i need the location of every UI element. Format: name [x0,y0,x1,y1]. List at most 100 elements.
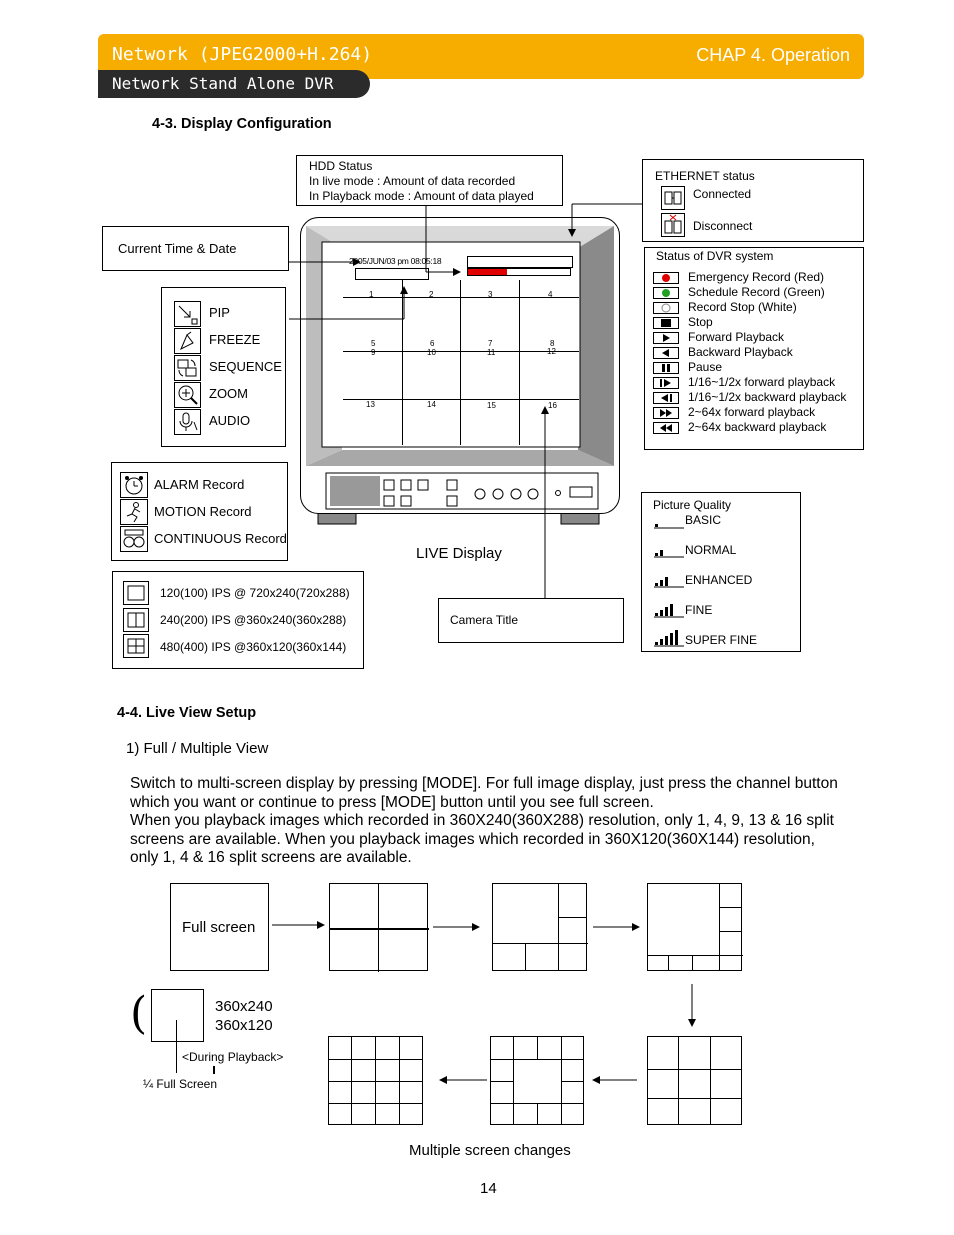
quality-normal-icon [654,550,684,558]
multiple-screen-caption: Multiple screen changes [409,1142,571,1159]
hdd-status-line: In live mode : Amount of data recorded [309,174,516,188]
quality-level: SUPER FINE [685,633,758,647]
subheading-full-multiple: 1) Full / Multiple View [126,740,269,757]
tool-label: PIP [209,305,230,320]
pip-icon [174,301,201,327]
split-4-thumb [329,883,429,972]
quality-basic-icon [654,524,684,529]
channel-number: 6 [430,339,435,348]
hdd-status-box: HDD Status In live mode : Amount of data… [296,155,563,206]
quality-enhanced-icon [654,577,684,588]
tool-label: AUDIO [209,413,251,428]
during-playback-label: <During Playback> [182,1050,284,1064]
alarm-clock-icon [120,472,148,498]
current-time-box: Current Time & Date [102,226,289,271]
audio-icon [174,409,201,435]
monitor-illustration [300,217,620,525]
channel-number: 11 [487,348,496,357]
resolution-360x240: 360x240 [215,998,273,1015]
status-item: Pause [688,360,723,374]
split-8-thumb [647,883,743,971]
channel-number: 12 [547,347,556,356]
subheader-bar [98,70,370,98]
channel-number: 5 [371,339,376,348]
record-modes-box: ALARM Record MOTION Record CONTINUOUS Re… [111,462,288,561]
resolution-360x120: 360x120 [215,1017,273,1034]
paragraph-line: Switch to multi-screen display by pressi… [130,775,838,792]
status-item: Emergency Record (Red) [688,270,825,284]
tool-label: ZOOM [209,386,248,401]
single-screen-icon [123,581,149,605]
hdd-usage-bar [467,268,571,276]
status-item: Stop [688,315,713,329]
record-mode-label: CONTINUOUS Record [154,531,287,546]
paragraph-line: only 1, 4 & 16 split screens are availab… [130,849,412,866]
quality-level: ENHANCED [685,573,753,587]
status-item: 2~64x forward playback [688,405,816,419]
live-display-label: LIVE Display [416,545,502,562]
tools-box: PIP FREEZE SEQUENCE ZOOM AUDIO [161,287,286,447]
tool-label: SEQUENCE [209,359,282,374]
chapter-label: CHAP 4. Operation [696,45,850,65]
camera-title-label: Camera Title [450,613,519,627]
full-screen-thumb: Full screen [170,883,269,971]
dual-screen-icon [123,608,149,632]
split-16-thumb [328,1036,423,1125]
status-item: Schedule Record (Green) [688,285,825,299]
section-heading-display: 4-3. Display Configuration [152,116,332,132]
paragraph-line: When you playback images which recorded … [130,812,834,829]
screen-datetime: 2005/JUN/03 pm 08:05:18 [349,256,442,266]
subheader-title: Network Stand Alone DVR [112,74,334,93]
flow-arrow-down [688,984,696,1027]
hdd-status-line: In Playback mode : Amount of data played [309,189,534,203]
network-disconnected-icon [661,213,685,237]
ips-modes-box: 120(100) IPS @ 720x240(720x288) 240(200)… [112,571,364,669]
dvr-status-title: Status of DVR system [656,249,774,263]
quality-level: FINE [685,603,713,617]
split-13-thumb [490,1036,584,1125]
flow-arrows-row1 [272,921,640,931]
picture-quality-box: Picture Quality BASIC NORMAL ENHANCED FI… [641,492,801,652]
body-paragraph: Switch to multi-screen display by pressi… [130,775,850,868]
ethernet-status-box: ETHERNET status Connected Disconnect [642,159,864,242]
sequence-icon [174,355,201,381]
quarter-screen-thumb [151,989,204,1042]
quarter-full-screen-label: ¼ Full Screen [143,1077,218,1091]
motion-icon [120,499,148,525]
flow-arrows-row2 [439,1076,637,1084]
channel-number: 7 [488,339,493,348]
channel-number: 10 [427,348,436,357]
channel-number: 14 [427,400,436,409]
channel-number: 9 [371,348,376,357]
channel-number: 3 [488,290,493,299]
quality-level: NORMAL [685,543,737,557]
channel-number: 15 [487,401,496,410]
full-screen-label: Full screen [182,919,256,936]
network-connected-icon [661,186,685,210]
split-6-thumb [492,883,588,971]
ethernet-connected: Connected [693,187,752,201]
quality-level: BASIC [685,513,722,527]
section-heading-live: 4-4. Live View Setup [117,705,257,721]
record-mode-label: MOTION Record [154,504,252,519]
quality-fine-icon [654,604,684,618]
status-item: Forward Playback [688,330,785,344]
ethernet-disconnect: Disconnect [693,219,753,233]
connector-lines [289,203,642,598]
channel-number: 2 [429,290,434,299]
channel-number: 4 [548,290,553,299]
status-item: 2~64x backward playback [688,420,827,434]
channel-number: 1 [369,290,374,299]
ethernet-title: ETHERNET status [655,169,755,183]
channel-number: 13 [366,400,375,409]
live-screen: 2005/JUN/03 pm 08:05:18 1 2 3 4 5 6 7 8 … [343,243,579,445]
quad-screen-icon [123,634,149,658]
record-mode-label: ALARM Record [154,477,245,492]
ips-mode-label: 480(400) IPS @360x120(360x144) [160,640,347,654]
split-9-thumb [647,1036,742,1125]
status-item: 1/16~1/2x backward playback [688,390,847,404]
zoom-icon [174,382,201,408]
screen-tool-icons [355,268,429,280]
channel-number: 16 [548,401,557,410]
status-item: 1/16~1/2x forward playback [688,375,836,389]
